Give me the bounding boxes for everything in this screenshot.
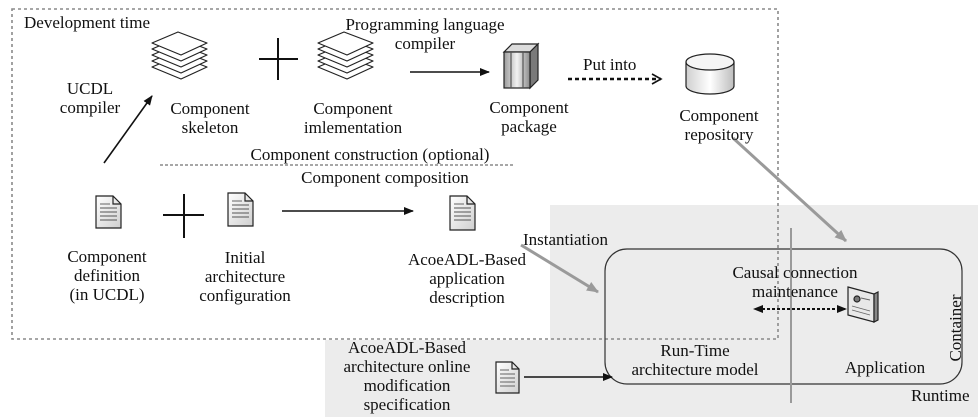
container-label: Container — [946, 294, 965, 362]
instantiation-arrow — [520, 243, 599, 294]
acoeadl-application-doc-icon — [449, 195, 476, 231]
component-composition-label: Component composition — [301, 168, 469, 187]
component-repository-icon — [685, 53, 735, 95]
component-construction-label: Component construction (optional) — [250, 145, 490, 164]
online-modification-doc-icon — [495, 361, 520, 394]
repository-to-container-arrow — [731, 136, 848, 243]
instantiation-label: Instantiation — [523, 230, 608, 249]
initial-architecture-doc-icon — [227, 192, 254, 227]
plus-bottom-icon — [163, 194, 204, 238]
application-label: Application — [844, 358, 926, 377]
application-icon — [847, 286, 879, 323]
container-box — [604, 248, 963, 385]
component-implementation-icon — [317, 31, 374, 80]
ucdl-compiler-arrow — [103, 95, 153, 164]
development-time-region — [11, 8, 779, 340]
put-into-label: Put into — [583, 55, 637, 74]
component-skeleton-icon — [151, 31, 208, 80]
plus-top-icon — [259, 38, 298, 80]
runtime-label: Runtime — [911, 386, 970, 405]
component-package-icon — [502, 42, 540, 90]
component-definition-doc-icon — [95, 195, 122, 229]
development-time-label: Development time — [24, 13, 151, 32]
runtime-region — [325, 205, 978, 417]
